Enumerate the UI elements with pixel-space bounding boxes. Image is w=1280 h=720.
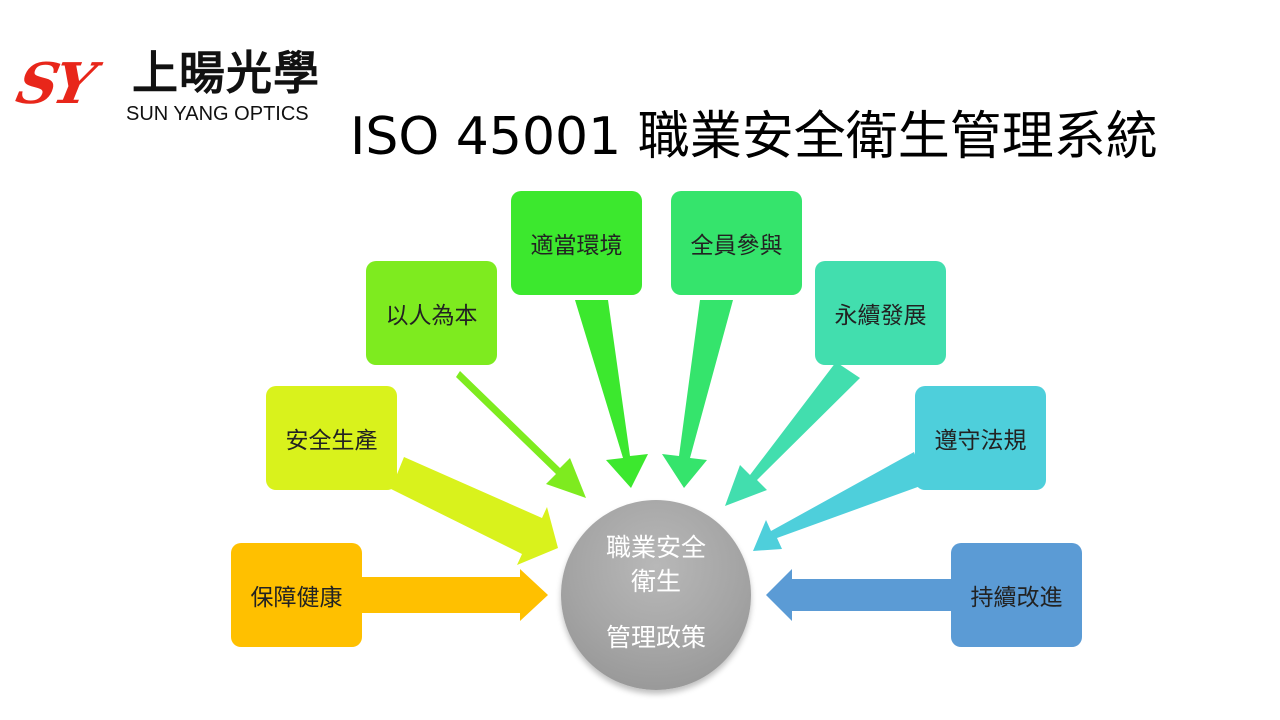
page-title: ISO 45001 職業安全衛生管理系統 (350, 107, 1158, 167)
box-safe-production: 安全生產 (266, 386, 397, 490)
box-proper-environment-label: 適當環境 (530, 233, 623, 259)
box-protect-health: 保障健康 (231, 543, 362, 647)
box-comply-regulations: 遵守法規 (915, 386, 1046, 490)
box-continuous-improvement: 持續改進 (951, 543, 1082, 647)
center-text-line1: 職業安全 (605, 533, 706, 562)
arrow-protect-health (362, 569, 548, 621)
box-proper-environment: 適當環境 (511, 191, 642, 295)
box-continuous-improvement-label: 持續改進 (970, 585, 1063, 611)
box-full-participation: 全員參與 (671, 191, 802, 295)
arrow-comply-regulations (753, 452, 926, 551)
box-people-oriented: 以人為本 (366, 261, 497, 365)
box-people-oriented-label: 以人為本 (385, 303, 478, 329)
arrow-proper-environment (575, 300, 648, 488)
center-policy-circle: 職業安全 衛生 管理政策 (561, 500, 751, 690)
box-full-participation-label: 全員參與 (690, 233, 783, 259)
center-text-line3: 管理政策 (605, 623, 706, 652)
arrow-safe-production (391, 457, 558, 565)
box-comply-regulations-label: 遵守法規 (934, 428, 1027, 454)
arrow-people-oriented (456, 371, 586, 498)
arrow-continuous-improvement (766, 569, 951, 621)
box-sustainable-development-label: 永續發展 (834, 303, 927, 329)
logo-chinese-name: 上暘光學 (132, 46, 320, 100)
center-text-line2: 衛生 (630, 567, 681, 596)
arrow-full-participation (662, 300, 733, 488)
box-safe-production-label: 安全生產 (285, 428, 378, 454)
company-logo: SY 上暘光學 SUN YANG OPTICS (11, 46, 346, 136)
box-protect-health-label: 保障健康 (250, 585, 343, 611)
box-sustainable-development: 永續發展 (815, 261, 946, 365)
arrow-sustainable-development (725, 362, 860, 506)
logo-english-name: SUN YANG OPTICS (126, 103, 309, 125)
